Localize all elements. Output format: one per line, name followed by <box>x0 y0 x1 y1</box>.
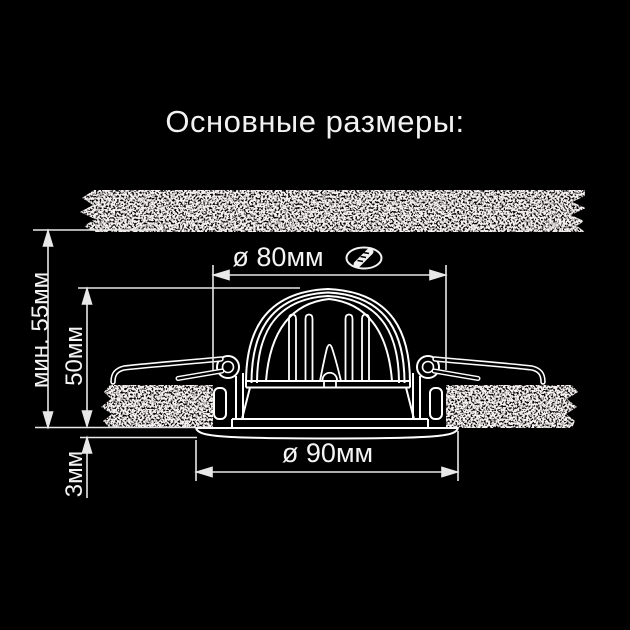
spring-arm-long <box>110 356 224 385</box>
dimension-flange <box>80 435 197 498</box>
dimension-min-depth <box>33 228 160 430</box>
spring-clip-right <box>412 355 546 420</box>
downlight-fixture <box>110 287 546 440</box>
spring-arm-long <box>432 356 546 385</box>
dimension-height <box>35 286 300 429</box>
ceiling-top-section <box>80 190 586 232</box>
flange-height-label: 3мм <box>61 450 88 498</box>
spring-clip-left <box>110 355 244 420</box>
dimension-cutout-diameter <box>211 265 448 370</box>
trim-flange <box>195 427 459 440</box>
page-title: Основные размеры: <box>165 104 465 139</box>
heatsink-fins <box>288 313 370 380</box>
housing-height-label: 50мм <box>61 326 88 386</box>
mounting-ring <box>231 418 429 428</box>
hole-saw-icon <box>345 246 383 270</box>
min-depth-label: мин. 55мм <box>27 271 54 389</box>
base-plate <box>241 380 415 420</box>
ceiling-left-section <box>101 385 213 428</box>
dimension-outer-diameter <box>194 431 460 481</box>
cutout-diameter-label: ø 80мм <box>232 242 324 272</box>
dome-inner-arch <box>265 297 393 382</box>
outer-diameter-label: ø 90мм <box>281 438 374 468</box>
ceiling-right-section <box>446 385 578 428</box>
center-lens <box>321 371 338 381</box>
heatsink-dome <box>245 287 411 384</box>
body-neck <box>241 387 415 420</box>
